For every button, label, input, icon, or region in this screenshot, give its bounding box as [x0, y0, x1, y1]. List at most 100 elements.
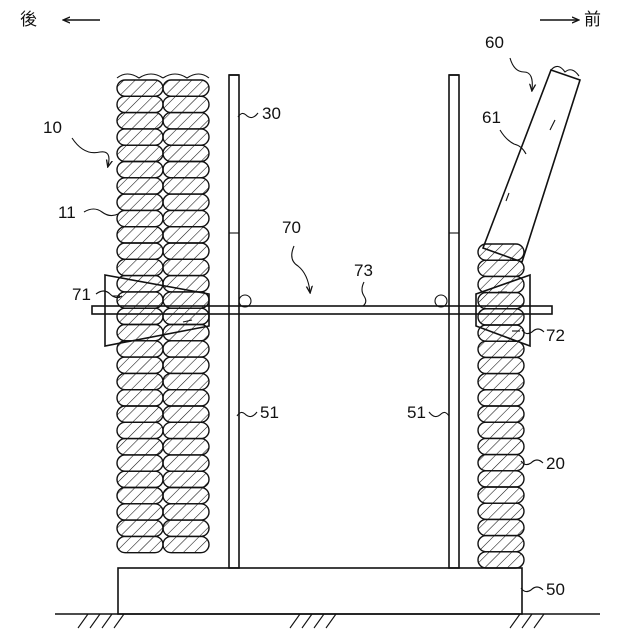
wall-block — [163, 227, 209, 243]
wall-block — [478, 422, 524, 438]
back-plate — [229, 75, 459, 568]
wall-block — [117, 439, 163, 455]
leader-cone-right — [522, 329, 544, 334]
leader-base — [521, 587, 543, 592]
wall-block — [163, 471, 209, 487]
wall-block — [117, 194, 163, 210]
wall-block — [478, 519, 524, 535]
wall-block — [117, 390, 163, 406]
leader-lever-shaft — [500, 130, 526, 154]
wall-block — [163, 406, 209, 422]
label-cone-left: 71 — [72, 285, 91, 304]
wall-block — [163, 373, 209, 389]
wall-block — [117, 520, 163, 536]
wall-block — [478, 309, 524, 325]
direction-back: 後 — [20, 10, 100, 29]
label-left-layer: 11 — [58, 203, 76, 222]
label-base: 50 — [546, 580, 565, 599]
wall-block — [163, 439, 209, 455]
label-left-wall: 10 — [43, 118, 62, 137]
wall-block — [478, 244, 524, 260]
wall-block — [478, 325, 524, 341]
ground — [55, 614, 600, 628]
leader-post-left — [237, 412, 257, 417]
label-back-plate: 30 — [262, 104, 281, 123]
wall-block — [163, 520, 209, 536]
wall-block — [163, 390, 209, 406]
wall-block — [117, 325, 163, 341]
wall-block — [117, 455, 163, 471]
wall-block — [163, 80, 209, 96]
label-lever-shaft: 61 — [482, 108, 501, 127]
leader-post-right — [429, 412, 449, 417]
wall-block — [117, 210, 163, 226]
wall-block — [117, 471, 163, 487]
leader-left-layer — [84, 209, 118, 216]
wall-block — [163, 504, 209, 520]
wall-block — [478, 487, 524, 503]
wall-block — [117, 341, 163, 357]
label-cone-right: 72 — [546, 326, 565, 345]
wall-block — [163, 194, 209, 210]
leader-rod — [362, 282, 366, 306]
label-rod: 73 — [354, 261, 373, 280]
leader-lever — [510, 58, 532, 90]
wall-block — [163, 422, 209, 438]
leader-tie — [292, 246, 310, 292]
base-slab — [118, 568, 522, 614]
wall-block — [478, 552, 524, 568]
wall-block — [163, 113, 209, 129]
wall-block — [163, 536, 209, 552]
wall-block — [117, 80, 163, 96]
wall-block — [478, 260, 524, 276]
wall-block — [117, 308, 163, 324]
lever — [483, 66, 580, 262]
wall-block — [117, 227, 163, 243]
wall-block — [117, 422, 163, 438]
wall-block — [478, 390, 524, 406]
wall-block — [117, 243, 163, 259]
wall-block — [117, 259, 163, 275]
wall-block — [163, 308, 209, 324]
wall-block — [163, 129, 209, 145]
label-right-layer: 20 — [546, 454, 565, 473]
wall-block — [117, 162, 163, 178]
wall-block — [163, 178, 209, 194]
wall-block — [163, 488, 209, 504]
wall-block — [478, 357, 524, 373]
wall-block — [117, 96, 163, 112]
wall-block — [117, 406, 163, 422]
wall-block — [117, 129, 163, 145]
wall-block — [163, 145, 209, 161]
wall-block — [163, 162, 209, 178]
wall-block — [117, 145, 163, 161]
leader-left-wall — [72, 138, 109, 166]
wall-block — [117, 536, 163, 552]
label-tie: 70 — [282, 218, 301, 237]
leader-back-plate — [238, 113, 258, 118]
label-post-left: 51 — [260, 403, 279, 422]
wall-block — [478, 455, 524, 471]
wall-block — [478, 438, 524, 454]
wall-block — [163, 210, 209, 226]
wall-block — [163, 243, 209, 259]
wall-block — [117, 178, 163, 194]
wall-block — [478, 471, 524, 487]
label-post-right: 51 — [407, 403, 426, 422]
direction-back-text: 後 — [20, 10, 37, 29]
wall-block — [117, 373, 163, 389]
wall-block — [163, 357, 209, 373]
wall-block — [478, 374, 524, 390]
wall-block — [478, 503, 524, 519]
wall-block — [478, 406, 524, 422]
right-wall — [478, 244, 524, 568]
wall-block — [117, 488, 163, 504]
wall-block — [117, 504, 163, 520]
wall-block — [117, 357, 163, 373]
wall-block — [478, 536, 524, 552]
wall-block — [163, 455, 209, 471]
direction-front: 前 — [540, 10, 601, 29]
wall-block — [163, 96, 209, 112]
wall-block — [478, 341, 524, 357]
